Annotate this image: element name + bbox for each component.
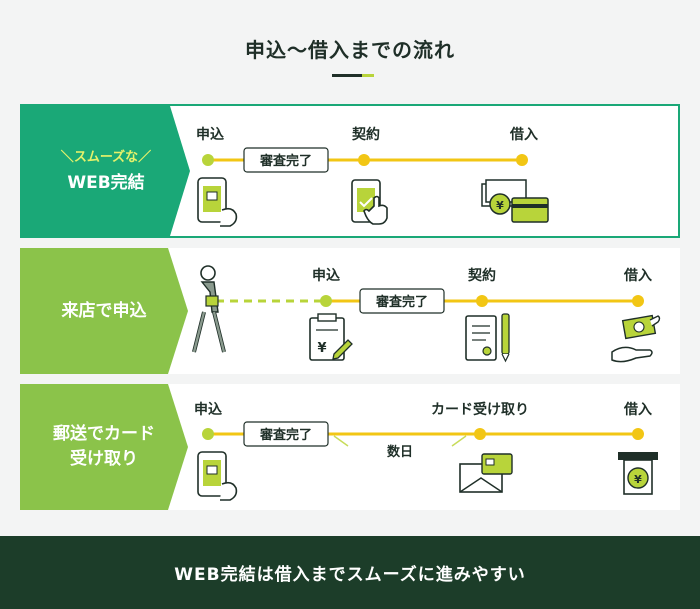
step-dot-apply <box>202 154 214 166</box>
duration-note: 数日 <box>387 444 413 460</box>
step-label-apply: 申込 <box>196 126 224 143</box>
review-badge <box>243 147 329 173</box>
card-envelope-icon <box>459 453 513 493</box>
heading-tagline: ＼スムーズな／ <box>60 150 152 166</box>
step-label-contract: 契約 <box>467 267 496 284</box>
money-card-icon: ¥ <box>481 179 549 223</box>
svg-text:¥: ¥ <box>496 199 504 212</box>
step-label-borrow: 借入 <box>509 126 538 143</box>
card-heading-mail: 郵送でカード 受け取り <box>20 384 188 510</box>
walking-person-icon <box>192 265 226 353</box>
step-label-card: カード受け取り <box>431 401 529 418</box>
step-dot-card <box>474 428 486 440</box>
hand-money-icon <box>611 314 661 363</box>
step-label-apply: 申込 <box>312 267 340 284</box>
page-title: 申込〜借入までの流れ <box>245 38 455 62</box>
step-label-borrow: 借入 <box>623 267 652 284</box>
smartphone-tap-icon <box>351 179 388 225</box>
heading-text: 郵送でカード 受け取り <box>53 424 155 469</box>
review-badge <box>359 288 445 314</box>
step-dot-apply <box>202 428 214 440</box>
flow-diagram-mail: 申込 カード受け取り 借入 審査完了 数日 ¥ <box>194 401 658 501</box>
atm-icon: ¥ <box>618 452 658 495</box>
flow-card-store: 来店で申込 申込 契約 借入 審査完了 ¥ <box>20 248 680 374</box>
step-dot-borrow <box>632 295 644 307</box>
flow-card-web: ＼スムーズな／ WEB完結 申込 契約 借入 審査完了 <box>20 104 680 238</box>
step-dot-contract <box>476 295 488 307</box>
title-underline <box>332 74 374 77</box>
step-dot-borrow <box>632 428 644 440</box>
step-label-apply: 申込 <box>194 401 222 418</box>
step-dot-contract <box>358 154 370 166</box>
card-heading-web: ＼スムーズな／ WEB完結 <box>22 106 190 236</box>
review-badge-label: 審査完了 <box>259 427 312 443</box>
smartphone-apply-icon <box>197 451 238 501</box>
review-badge-label: 審査完了 <box>259 153 312 169</box>
step-label-contract: 契約 <box>351 126 380 143</box>
svg-text:¥: ¥ <box>317 341 326 356</box>
svg-text:¥: ¥ <box>634 473 642 486</box>
review-badge <box>243 421 329 447</box>
bracket-left <box>333 435 349 447</box>
card-heading-store: 来店で申込 <box>20 248 188 374</box>
step-dot-apply <box>320 295 332 307</box>
flow-card-mail: 郵送でカード 受け取り 申込 カード受け取り 借入 審査完了 数日 <box>20 384 680 510</box>
clipboard-yen-icon: ¥ <box>309 313 353 361</box>
heading-text: WEB完結 <box>67 173 145 194</box>
flow-diagram-web: 申込 契約 借入 審査完了 ¥ <box>196 126 549 227</box>
footer-message: WEB完結は借入までスムーズに進みやすい <box>0 536 700 609</box>
heading-text: 来店で申込 <box>61 300 147 321</box>
contract-document-icon <box>465 313 510 363</box>
smartphone-apply-icon <box>197 177 238 227</box>
review-badge-label: 審査完了 <box>375 294 428 310</box>
flow-diagram-store: 申込 契約 借入 審査完了 ¥ <box>192 265 661 363</box>
step-dot-borrow <box>516 154 528 166</box>
bracket-right <box>451 435 467 447</box>
step-label-borrow: 借入 <box>623 401 652 418</box>
